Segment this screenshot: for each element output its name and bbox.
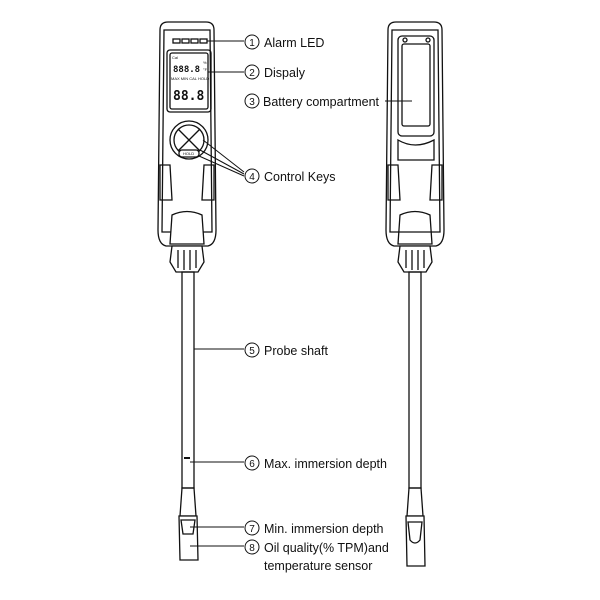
label-number: 2: [249, 68, 255, 79]
label-display: Dispaly: [264, 66, 306, 80]
lcd-cal: Cal: [172, 55, 178, 60]
back-view: [385, 21, 445, 567]
number-circle-icon: [244, 34, 260, 50]
number-circle-icon: [244, 342, 260, 358]
label-probe-shaft: Probe shaft: [264, 344, 328, 358]
number-circle-icon: [244, 64, 260, 80]
label-min-depth: Min. immersion depth: [264, 522, 384, 536]
label-alarm-led: Alarm LED: [264, 36, 324, 50]
alarm-led: [172, 38, 208, 44]
label-number: 6: [249, 459, 255, 470]
lcd-unit-percent: %: [203, 60, 207, 65]
lcd-unit-fahrenheit: °F: [203, 67, 208, 72]
label-6: 6 Max. immersion depth: [244, 455, 387, 471]
back-probe-shaft: [408, 271, 422, 489]
front-view: [157, 21, 217, 561]
label-number: 3: [249, 97, 255, 108]
back-sensor-tip: [405, 515, 426, 567]
lcd-top: 888.8: [173, 65, 200, 75]
lcd-modes: MAX MIN CAL HOLD: [171, 76, 209, 81]
number-circle-icon: [244, 520, 260, 536]
probe-shaft: [181, 271, 195, 489]
label-2: 2 Dispaly: [244, 64, 306, 80]
number-circle-icon: [244, 93, 260, 109]
label-1: 1 Alarm LED: [244, 34, 324, 50]
label-3: 3 Battery compartment: [244, 93, 380, 109]
label-4: 4 Control Keys: [244, 168, 336, 184]
number-circle-icon: [244, 168, 260, 184]
display: [166, 49, 212, 113]
number-circle-icon: [244, 455, 260, 471]
label-number: 4: [249, 172, 255, 183]
label-max-depth: Max. immersion depth: [264, 457, 387, 471]
label-8: 8 Oil quality(% TPM)and temperature sens…: [244, 539, 389, 573]
hold-key-label: HOLD: [183, 151, 194, 156]
label-battery: Battery compartment: [263, 95, 380, 109]
label-control-keys: Control Keys: [264, 170, 336, 184]
label-number: 1: [249, 38, 255, 49]
control-keys[interactable]: [169, 120, 209, 160]
label-5: 5 Probe shaft: [244, 342, 328, 358]
label-number: 5: [249, 346, 255, 357]
leader-lines: [190, 40, 412, 547]
label-sensor-line2: temperature sensor: [264, 559, 372, 573]
label-7: 7 Min. immersion depth: [244, 520, 384, 536]
number-circle-icon: [244, 539, 260, 555]
lcd-bottom: 88.8: [173, 89, 204, 104]
label-sensor: Oil quality(% TPM)and: [264, 541, 389, 555]
label-number: 7: [249, 524, 255, 535]
battery-compartment: [397, 35, 435, 137]
label-number: 8: [249, 543, 255, 554]
